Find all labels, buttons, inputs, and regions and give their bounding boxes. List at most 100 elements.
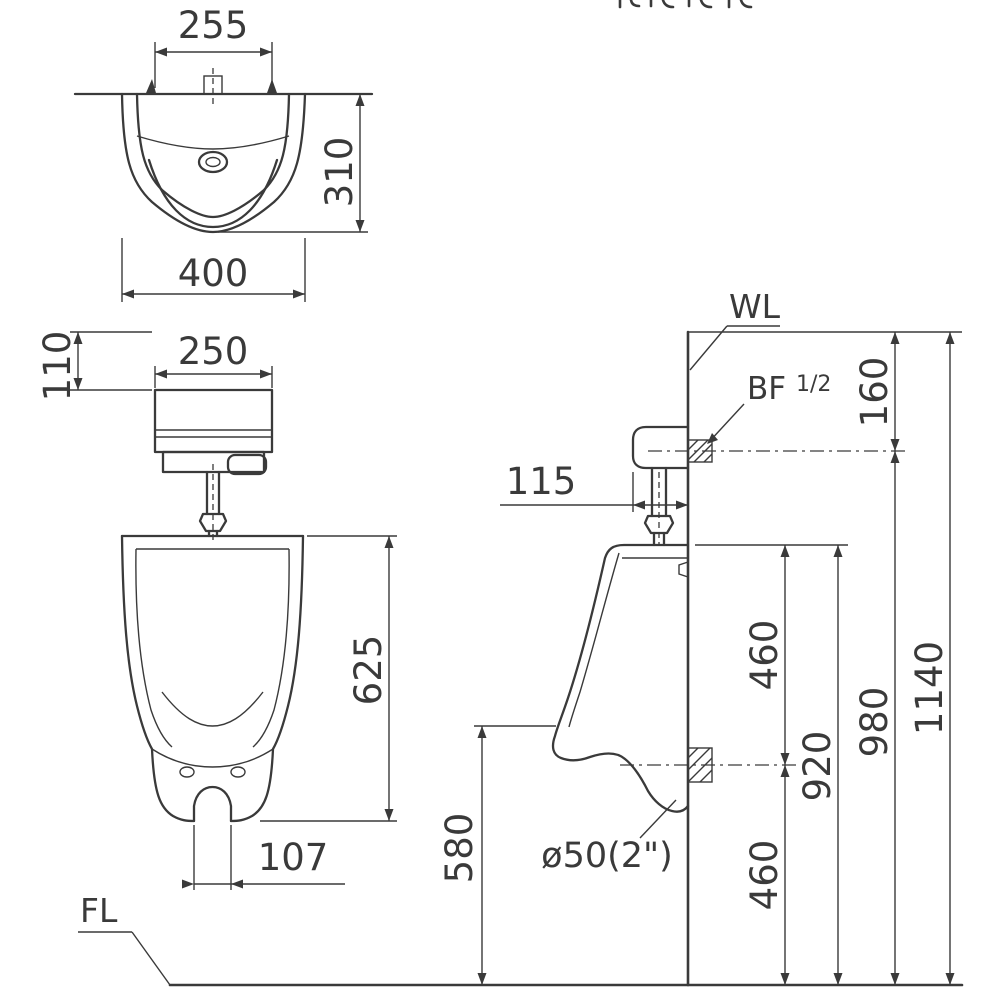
bowl-curve bbox=[147, 158, 279, 229]
dim-460-lower: 460 bbox=[743, 765, 790, 985]
arrowhead bbox=[833, 545, 843, 557]
dim-310: 310 bbox=[218, 94, 368, 233]
coupling-nut bbox=[643, 514, 675, 535]
side-view: WL BF 1/2 bbox=[438, 287, 962, 987]
arrowhead bbox=[122, 289, 134, 299]
inner-rim-left bbox=[135, 548, 173, 748]
bolt-left bbox=[146, 79, 156, 93]
dim-580: 580 bbox=[438, 725, 556, 985]
flush-valve-side bbox=[631, 425, 690, 547]
arrowhead bbox=[780, 545, 790, 557]
bowl-bottom-curve bbox=[161, 691, 264, 727]
shroud-top-curve bbox=[151, 748, 274, 768]
arrowhead bbox=[260, 369, 272, 379]
arrowhead bbox=[477, 973, 487, 985]
arrowhead bbox=[231, 879, 243, 889]
outer-outline bbox=[120, 92, 307, 234]
dim-580-label: 580 bbox=[438, 813, 481, 884]
dim-115: 115 bbox=[500, 460, 688, 512]
urinal-front bbox=[120, 534, 305, 823]
arrowhead bbox=[633, 500, 645, 510]
coupling-nut bbox=[198, 512, 228, 533]
outer-left bbox=[120, 534, 196, 823]
inner-front-line bbox=[568, 552, 620, 728]
dim-980: 980 bbox=[853, 451, 900, 985]
bf-size-label: 1/2 bbox=[796, 372, 831, 397]
trap-arch bbox=[192, 785, 233, 823]
arrowhead bbox=[945, 973, 955, 985]
floor-label: FL bbox=[80, 891, 118, 930]
outlet-leader bbox=[639, 799, 677, 839]
drain-inner bbox=[205, 156, 221, 168]
arrowhead bbox=[155, 47, 167, 57]
dim-250-label: 250 bbox=[178, 330, 249, 373]
floor-leader bbox=[131, 931, 171, 986]
cropped-top-text bbox=[618, 0, 753, 9]
dim-115-label: 115 bbox=[506, 460, 577, 503]
top-view: 255 310 400 bbox=[73, 4, 374, 302]
outlet-callout: ø50(2") bbox=[541, 799, 677, 876]
dim-980-label: 980 bbox=[853, 687, 896, 758]
arrowhead bbox=[384, 809, 394, 821]
bolt-cap-left bbox=[179, 766, 195, 778]
bf-label: BF bbox=[747, 371, 786, 407]
arrowhead bbox=[73, 378, 83, 390]
dim-1140-label: 1140 bbox=[908, 641, 951, 735]
dim-160-label: 160 bbox=[853, 357, 896, 428]
arrowhead bbox=[260, 47, 272, 57]
dim-920: 920 bbox=[796, 545, 843, 985]
arrowhead bbox=[833, 973, 843, 985]
front-view: 250 110 625 107 bbox=[36, 330, 397, 986]
arrowhead bbox=[477, 726, 487, 738]
outlet-fitting-hatch bbox=[687, 747, 713, 783]
hanger-bracket bbox=[678, 561, 689, 578]
dim-460-upper: 460 bbox=[743, 545, 790, 765]
valve-button bbox=[226, 453, 268, 476]
urinal-side bbox=[551, 543, 800, 813]
arrowhead bbox=[293, 289, 305, 299]
dim-107-label: 107 bbox=[258, 836, 329, 879]
arrowhead bbox=[945, 332, 955, 344]
dim-400-label: 400 bbox=[178, 252, 249, 295]
outlet-label: ø50(2") bbox=[541, 836, 673, 876]
arrowhead bbox=[676, 500, 688, 510]
flush-valve-front bbox=[153, 388, 274, 540]
wall-label: WL bbox=[729, 287, 781, 326]
dim-460-lower-label: 460 bbox=[743, 840, 786, 911]
dim-460-upper-label: 460 bbox=[743, 620, 786, 691]
dim-107: 107 bbox=[182, 825, 345, 890]
bf-callout: BF 1/2 bbox=[648, 371, 910, 463]
dim-255: 255 bbox=[154, 4, 273, 88]
dim-625: 625 bbox=[260, 535, 397, 822]
arrowhead bbox=[780, 973, 790, 985]
arrowhead bbox=[890, 973, 900, 985]
dim-110: 110 bbox=[36, 331, 152, 402]
dim-160: 160 bbox=[853, 332, 900, 451]
spud-box bbox=[203, 75, 223, 95]
dim-310-label: 310 bbox=[318, 137, 361, 208]
dim-250: 250 bbox=[154, 330, 273, 388]
inner-rim bbox=[135, 92, 291, 219]
arrowhead bbox=[355, 94, 365, 106]
arrowhead bbox=[355, 220, 365, 232]
bolt-cap-right bbox=[230, 766, 246, 778]
leader-arrowhead bbox=[707, 433, 718, 444]
arrowhead bbox=[890, 451, 900, 463]
dim-625-label: 625 bbox=[347, 635, 390, 706]
drain-outer bbox=[197, 150, 229, 174]
dim-110-label: 110 bbox=[36, 331, 79, 402]
wall-callout: WL bbox=[689, 287, 781, 371]
outer-right bbox=[229, 534, 305, 823]
dim-920-label: 920 bbox=[796, 731, 839, 802]
arrowhead bbox=[780, 753, 790, 765]
arrowhead bbox=[890, 332, 900, 344]
inner-rim-right bbox=[252, 548, 290, 748]
arrowhead bbox=[155, 369, 167, 379]
dim-1140: 1140 bbox=[908, 332, 955, 985]
arrowhead bbox=[73, 332, 83, 344]
profile-outline bbox=[551, 543, 690, 813]
back-ledge-curve bbox=[136, 135, 290, 150]
wall-leader bbox=[689, 325, 728, 371]
